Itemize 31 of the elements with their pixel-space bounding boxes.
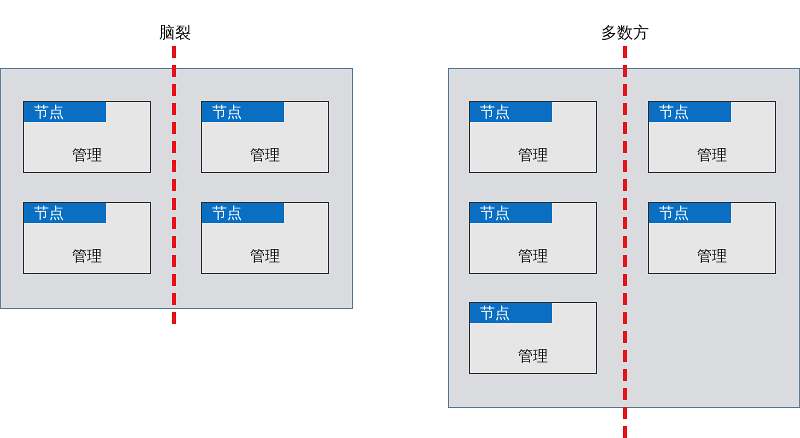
role-text: 管理 xyxy=(71,247,103,266)
node-tab-label: 节点 xyxy=(649,203,731,223)
node-card xyxy=(469,202,597,274)
role-text: 管理 xyxy=(696,146,728,165)
node-card xyxy=(23,202,151,274)
node-card xyxy=(201,101,329,173)
group-heading: 多数方 xyxy=(601,23,649,44)
group-heading: 脑裂 xyxy=(159,23,191,44)
node-tab-label: 节点 xyxy=(24,102,106,122)
role-text: 管理 xyxy=(517,247,549,266)
node-tab-label: 节点 xyxy=(202,203,284,223)
role-text: 管理 xyxy=(71,146,103,165)
group-panel xyxy=(448,68,800,408)
node-card xyxy=(648,101,776,173)
role-text: 管理 xyxy=(249,247,281,266)
node-tab-label: 节点 xyxy=(470,303,552,323)
role-text: 管理 xyxy=(249,146,281,165)
group-panel xyxy=(0,68,353,309)
node-card xyxy=(469,302,597,374)
node-card xyxy=(648,202,776,274)
role-text: 管理 xyxy=(517,347,549,366)
node-card xyxy=(469,101,597,173)
node-tab-label: 节点 xyxy=(202,102,284,122)
node-tab-label: 节点 xyxy=(470,203,552,223)
node-card xyxy=(23,101,151,173)
node-card xyxy=(201,202,329,274)
node-tab-label: 节点 xyxy=(649,102,731,122)
node-tab-label: 节点 xyxy=(24,203,106,223)
role-text: 管理 xyxy=(517,146,549,165)
role-text: 管理 xyxy=(696,247,728,266)
node-tab-label: 节点 xyxy=(470,102,552,122)
